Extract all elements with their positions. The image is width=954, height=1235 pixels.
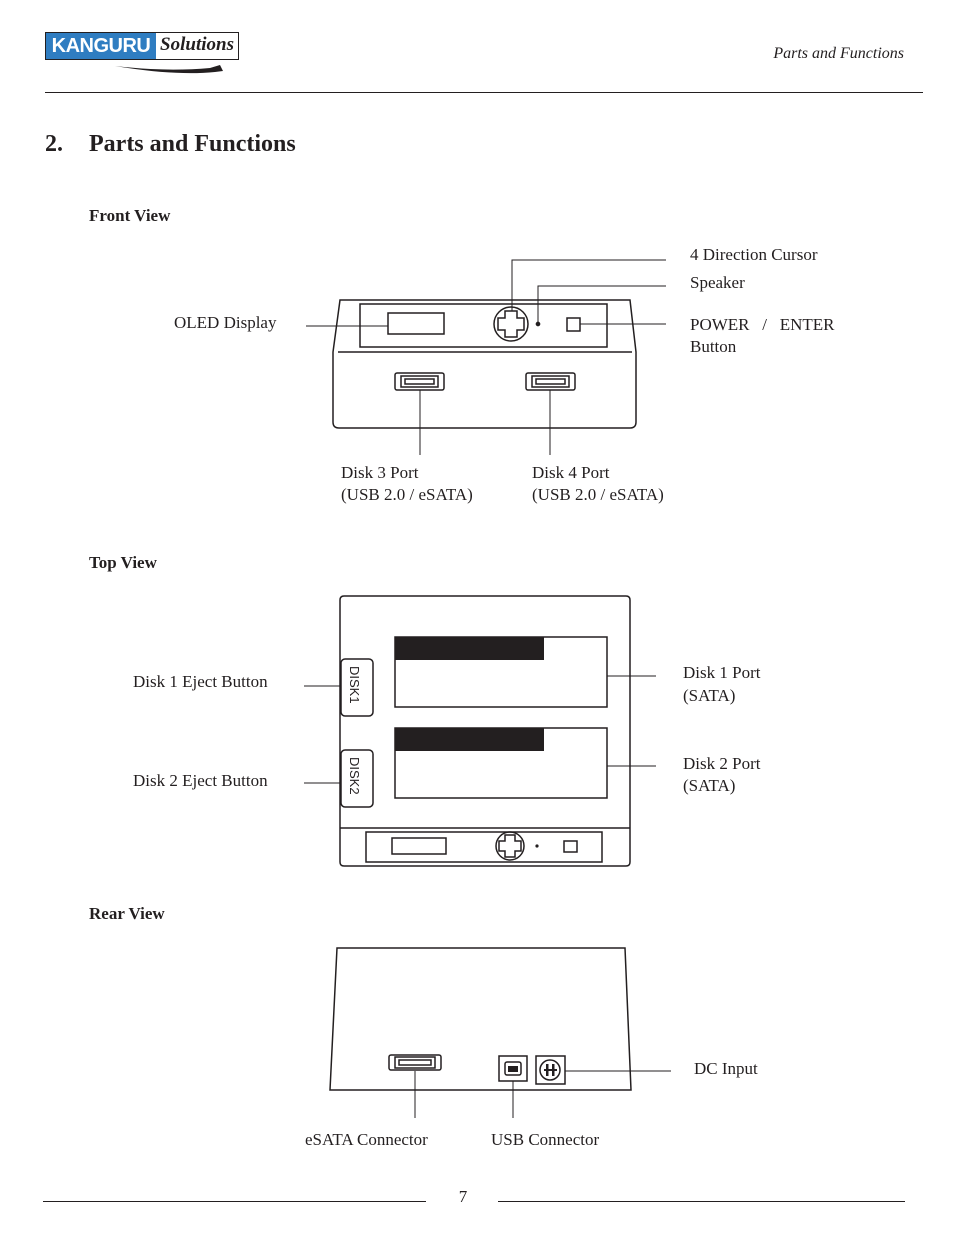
front-view-heading: Front View (89, 206, 171, 225)
page-number: 7 (458, 1187, 468, 1206)
top-view-heading: Top View (89, 553, 157, 572)
dc-input-label: DC Input (694, 1059, 758, 1078)
oled-display-icon (387, 312, 445, 335)
disk4-port-icon (525, 372, 576, 391)
footer-rule-left (43, 1201, 426, 1202)
disk4-label-line2: (USB 2.0 / eSATA) (532, 485, 664, 504)
disk2-eject-button (340, 749, 374, 808)
disk3-port-icon (394, 372, 445, 391)
logo-script: Solutions (160, 34, 234, 55)
disk2-port-label-line1: Disk 2 Port (683, 754, 761, 773)
section-title-text: Parts and Functions (89, 131, 296, 157)
logo-brand: KANGURU (46, 33, 156, 59)
disk4-label-line1: Disk 4 Port (532, 463, 610, 482)
disk2-button-text: DISK2 (347, 757, 362, 795)
logo (45, 32, 239, 74)
disk3-label-line1: Disk 3 Port (341, 463, 419, 482)
running-title: Parts and Functions (773, 45, 904, 62)
disk2-port-label-line2: (SATA) (683, 776, 736, 795)
section-title: 2. Parts and Functions (45, 131, 296, 158)
header-rule (45, 92, 923, 93)
power-label-line2: Button (690, 337, 737, 356)
speaker-label: Speaker (690, 273, 745, 292)
cursor-icon (493, 306, 529, 342)
disk1-eject-button (340, 658, 374, 717)
disk1-button-text: DISK1 (347, 666, 362, 704)
esata-connector-icon (388, 1054, 442, 1071)
disk1-port-label-line2: (SATA) (683, 686, 736, 705)
section-number: 2. (45, 131, 63, 157)
rear-view-heading: Rear View (89, 904, 165, 923)
disk3-label-line2: (USB 2.0 / eSATA) (341, 485, 473, 504)
power-button-icon (566, 317, 581, 332)
disk1-eject-label: Disk 1 Eject Button (133, 672, 268, 691)
disk2-eject-label: Disk 2 Eject Button (133, 771, 268, 790)
usb-label: USB Connector (491, 1130, 600, 1149)
rear-view-diagram (329, 947, 632, 1091)
footer-rule-right (498, 1201, 905, 1202)
front-view-diagram (332, 299, 637, 429)
top-view-diagram (339, 595, 631, 867)
cursor-label: 4 Direction Cursor (690, 245, 818, 264)
power-label-line1: POWER / ENTER (690, 315, 835, 334)
dc-input-icon (535, 1055, 566, 1085)
speaker-icon (535, 321, 541, 327)
esata-label: eSATA Connector (305, 1130, 428, 1149)
oled-label: OLED Display (174, 313, 277, 332)
disk1-port-label-line1: Disk 1 Port (683, 663, 761, 682)
